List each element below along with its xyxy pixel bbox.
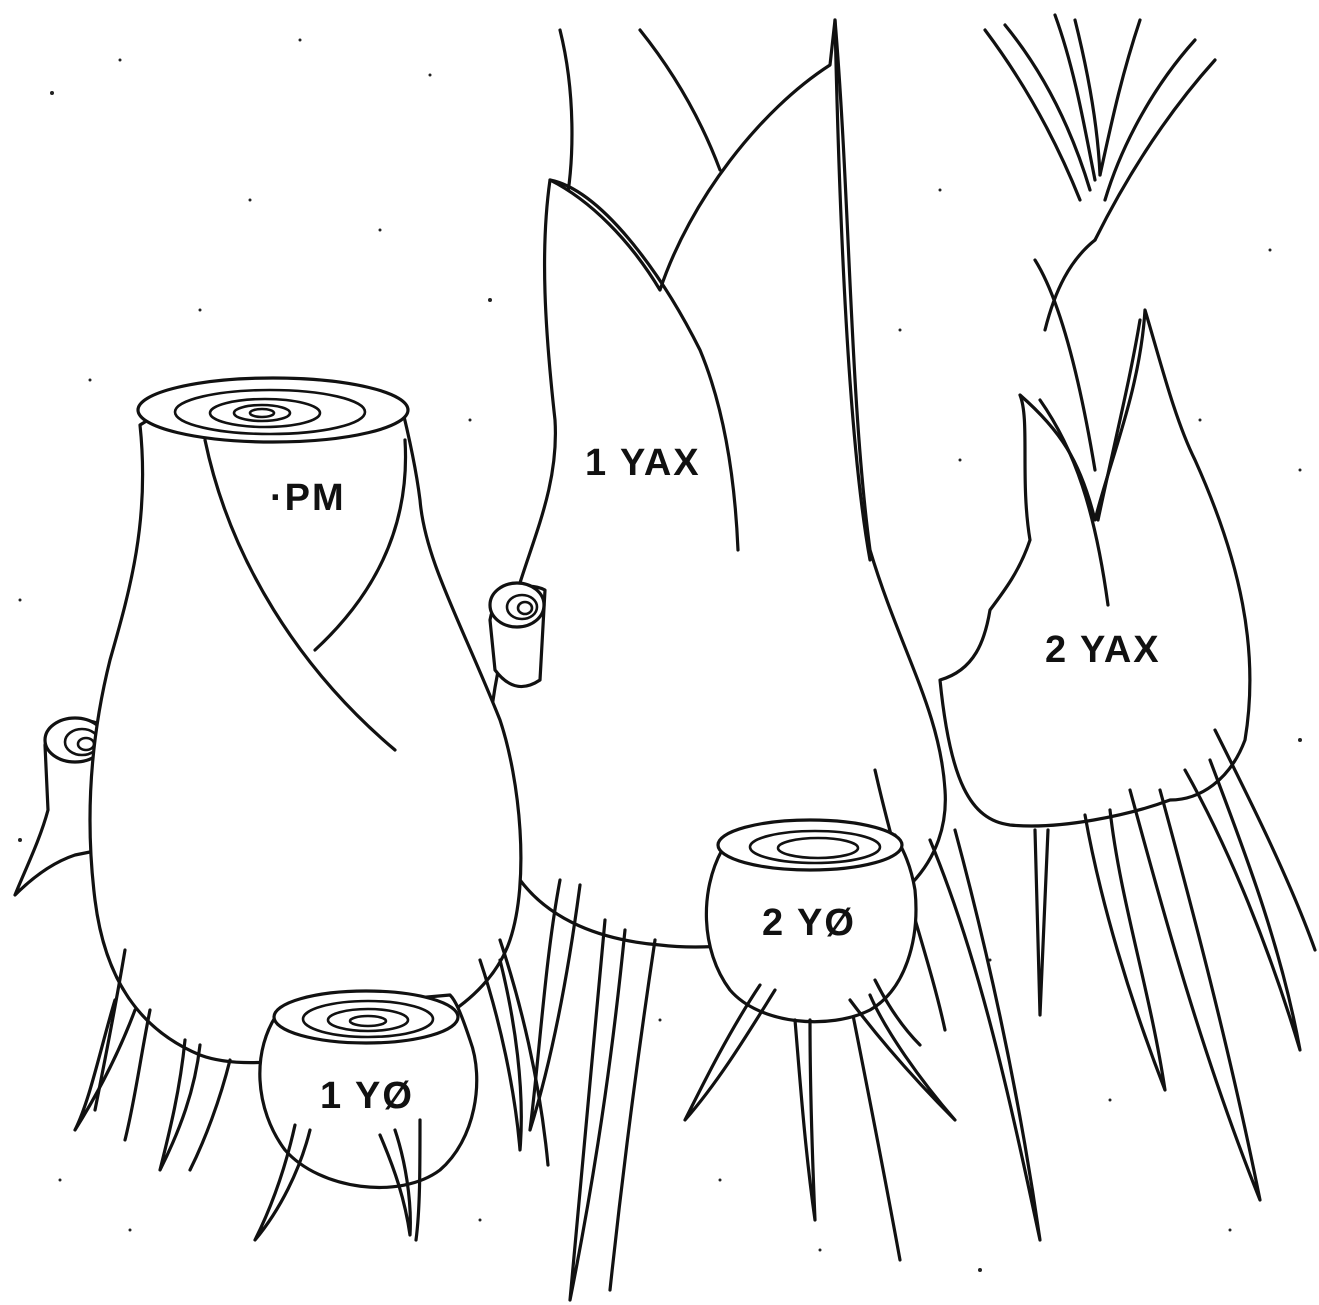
label-pm: ·PM — [270, 477, 346, 519]
label-1yax: 1 YAX — [585, 442, 701, 484]
bud-2yo — [685, 820, 955, 1220]
plant-1yax — [488, 20, 1040, 1300]
label-1yo: 1 YØ — [320, 1075, 414, 1117]
label-2yo: 2 YØ — [762, 902, 856, 944]
plant-2yax — [940, 15, 1315, 1200]
label-2yax: 2 YAX — [1045, 629, 1161, 671]
